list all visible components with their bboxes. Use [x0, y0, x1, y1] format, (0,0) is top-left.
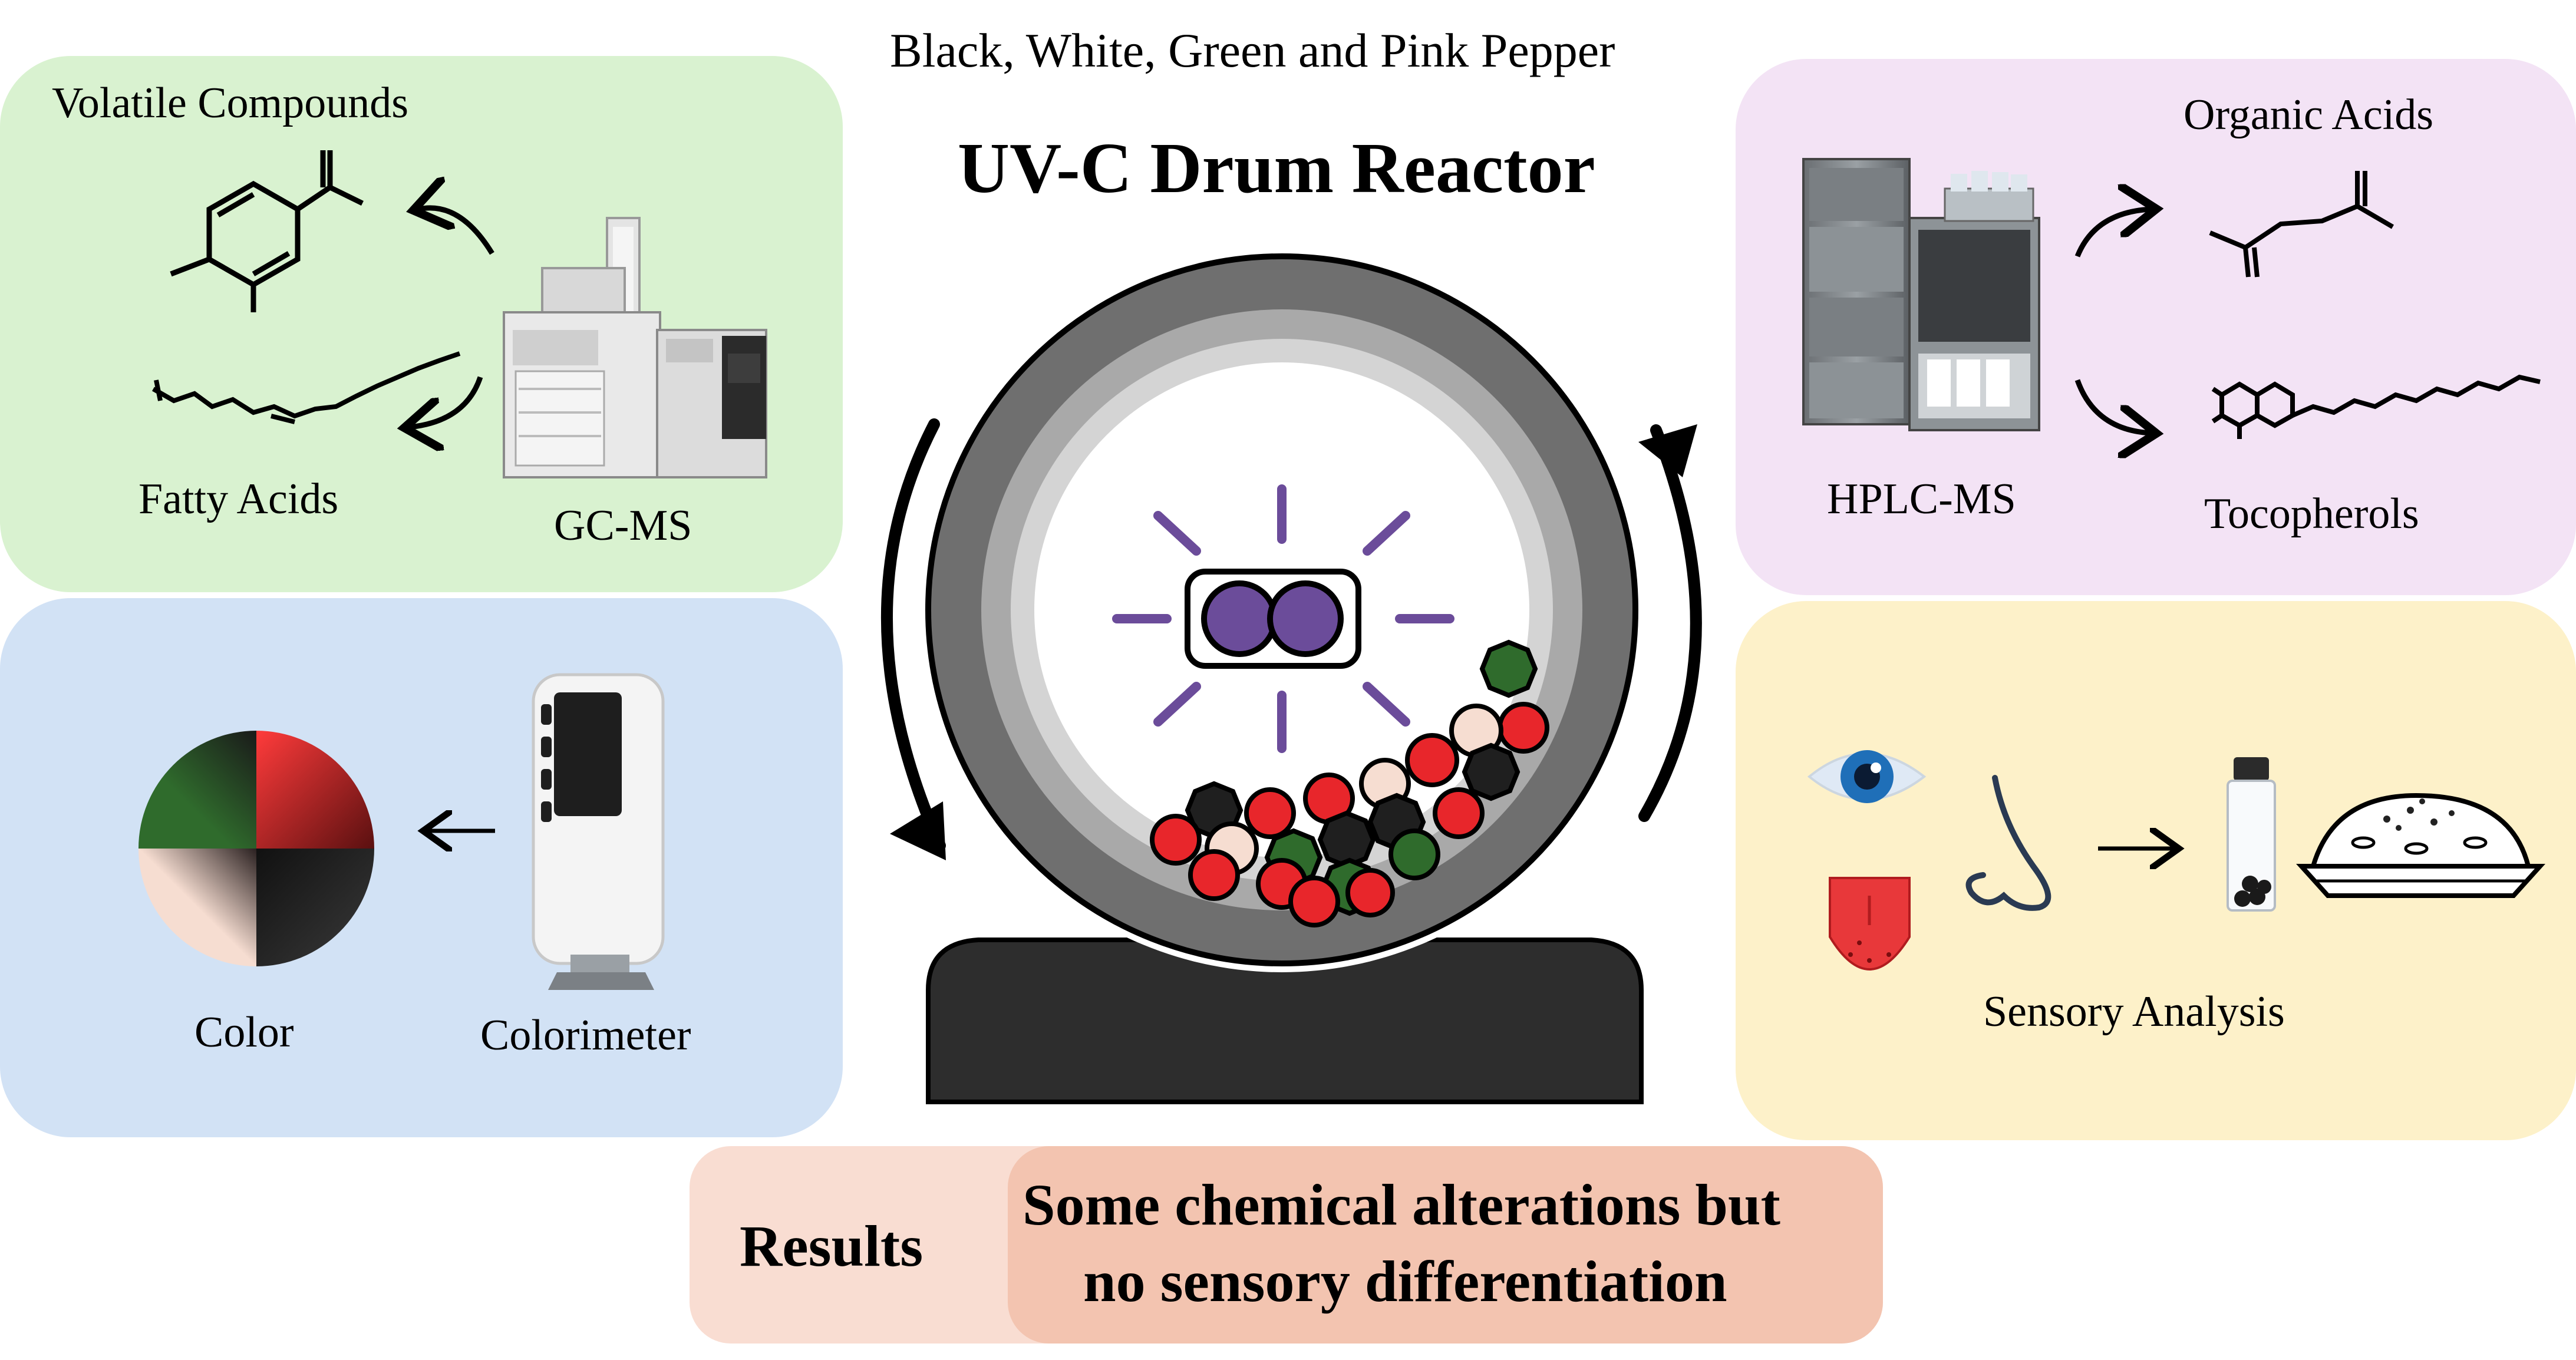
- colorimeter-instrument-icon: [532, 673, 665, 990]
- volatile-compounds-label: Volatile Compounds: [52, 79, 409, 127]
- gc-ms-instrument-icon: [503, 217, 767, 478]
- arrow-to-tocopherols-icon: [2074, 379, 2151, 433]
- page-title: UV-C Drum Reactor: [958, 128, 1595, 208]
- fatty-acid-chain-icon: [152, 351, 461, 424]
- sample-vial-icon: [2227, 757, 2276, 912]
- organic-acids-label: Organic Acids: [2184, 91, 2434, 139]
- rotation-arrows-icon: [881, 418, 1702, 851]
- limonene-molecule-icon: [170, 150, 364, 312]
- eye-icon: [1807, 750, 1927, 803]
- results-text-box: [1008, 1146, 1883, 1344]
- reactor-stand-icon: [926, 938, 1644, 1104]
- uv-rays-icon: [1112, 484, 1454, 753]
- hplc-ms-label: HPLC-MS: [1827, 475, 2016, 523]
- arrow-head-left-icon: [890, 801, 946, 860]
- color-label: Color: [194, 1008, 294, 1057]
- fatty-acids-label: Fatty Acids: [138, 475, 339, 523]
- arrow-head-right-icon: [1638, 424, 1697, 477]
- results-text-line2: no sensory differentiation: [1083, 1249, 1727, 1314]
- results-label: Results: [740, 1213, 923, 1279]
- uv-lamp-icon: [1185, 569, 1361, 669]
- results-text-line1: Some chemical alterations but: [1023, 1172, 1780, 1237]
- volatile-panel: [0, 56, 843, 592]
- rice-dish-icon: [2296, 793, 2545, 898]
- tocopherol-molecule-icon: [2211, 374, 2541, 439]
- pepper-corns-icon: [1150, 639, 1549, 927]
- tocopherols-label: Tocopherols: [2204, 490, 2419, 538]
- hplc-ms-instrument-icon: [1802, 158, 2040, 431]
- tongue-icon: [1829, 877, 1911, 971]
- color-wheel-icon: [138, 731, 374, 966]
- gc-ms-label: GC-MS: [554, 501, 692, 550]
- arrow-to-fatty-icon: [410, 376, 483, 427]
- colorimeter-label: Colorimeter: [480, 1011, 691, 1059]
- page-subtitle: Black, White, Green and Pink Pepper: [890, 24, 1615, 77]
- organic-acid-molecule-icon: [2209, 171, 2394, 278]
- sensory-analysis-label: Sensory Analysis: [1983, 988, 2285, 1036]
- arrow-to-volatile-icon: [418, 208, 494, 255]
- arrow-to-organic-icon: [2074, 209, 2151, 258]
- nose-icon: [1965, 775, 2051, 911]
